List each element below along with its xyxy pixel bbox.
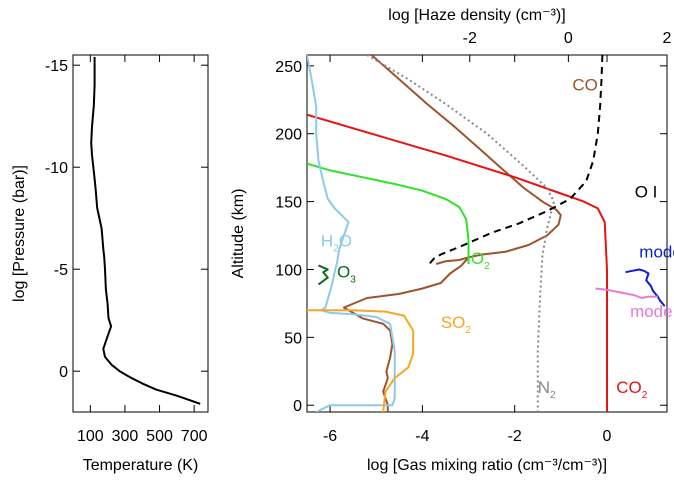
y-tick-label: -15: [45, 58, 68, 75]
x-tick-label: -4: [415, 428, 429, 445]
x-tick-label: -2: [508, 428, 522, 445]
y-tick-label: 50: [284, 330, 302, 347]
series-label: CO: [572, 75, 598, 94]
series-label: SO2: [441, 313, 472, 336]
plot-frame: [72, 54, 209, 413]
series-co-line: [342, 256, 470, 412]
series-mode-2-line: [595, 287, 658, 299]
series-label: O3: [337, 263, 356, 286]
y-tick-label: 150: [275, 195, 302, 212]
y-tick-label: 0: [293, 398, 302, 415]
top-x-tick-label: 0: [564, 30, 573, 47]
y-tick-label: -5: [54, 262, 68, 279]
top-x-tick-label: 2: [663, 30, 672, 47]
x-tick-label: 300: [112, 428, 139, 445]
series-label: mode 2: [630, 302, 674, 321]
series-label: O I: [635, 183, 658, 202]
series-label: N2: [538, 378, 556, 401]
y-tick-label: -10: [45, 160, 68, 177]
mixing-ratio-panel: -6 -4 -2 0 0 50 100 150 200 250 log [Gas mixing ra…: [230, 7, 674, 474]
x-axis-label: log [Gas mixing ratio (cm⁻³/cm⁻³)]: [367, 457, 607, 474]
series-temperature-line: [90, 57, 201, 405]
series-label: mode 1: [639, 242, 674, 261]
top-x-tick-label: -2: [463, 30, 477, 47]
y-tick-label: 0: [59, 364, 68, 381]
series-o-line: [307, 162, 470, 264]
series-o-i-line: [428, 55, 604, 265]
series-label: CO2: [616, 378, 648, 401]
x-tick-label: 100: [77, 428, 104, 445]
x-axis-label: Temperature (K): [83, 457, 199, 474]
y-tick-label: 250: [275, 59, 302, 76]
series-h-o-line: [307, 55, 396, 412]
series-co-line: [307, 113, 608, 412]
y-axis-label: log [Pressure (bar)]: [11, 165, 28, 302]
x-tick-label: -6: [323, 428, 337, 445]
series-o-line: [317, 264, 329, 286]
series-n-line: [366, 55, 555, 412]
y-tick-label: 100: [275, 262, 302, 279]
series-co-line: [370, 55, 562, 265]
series-label: H2O: [321, 231, 352, 254]
plot-frame: [306, 54, 668, 413]
series-label: O2: [471, 249, 490, 272]
y-tick-label: 200: [275, 127, 302, 144]
x-tick-label: 0: [603, 428, 612, 445]
x-tick-label: 700: [181, 428, 208, 445]
y-axis-label: Altitude (km): [230, 189, 247, 279]
top-x-axis-label: log [Haze density (cm⁻³)]: [388, 7, 565, 24]
x-tick-label: 500: [146, 428, 173, 445]
series-mode-1-line: [625, 268, 666, 307]
series-so-line: [307, 309, 415, 412]
